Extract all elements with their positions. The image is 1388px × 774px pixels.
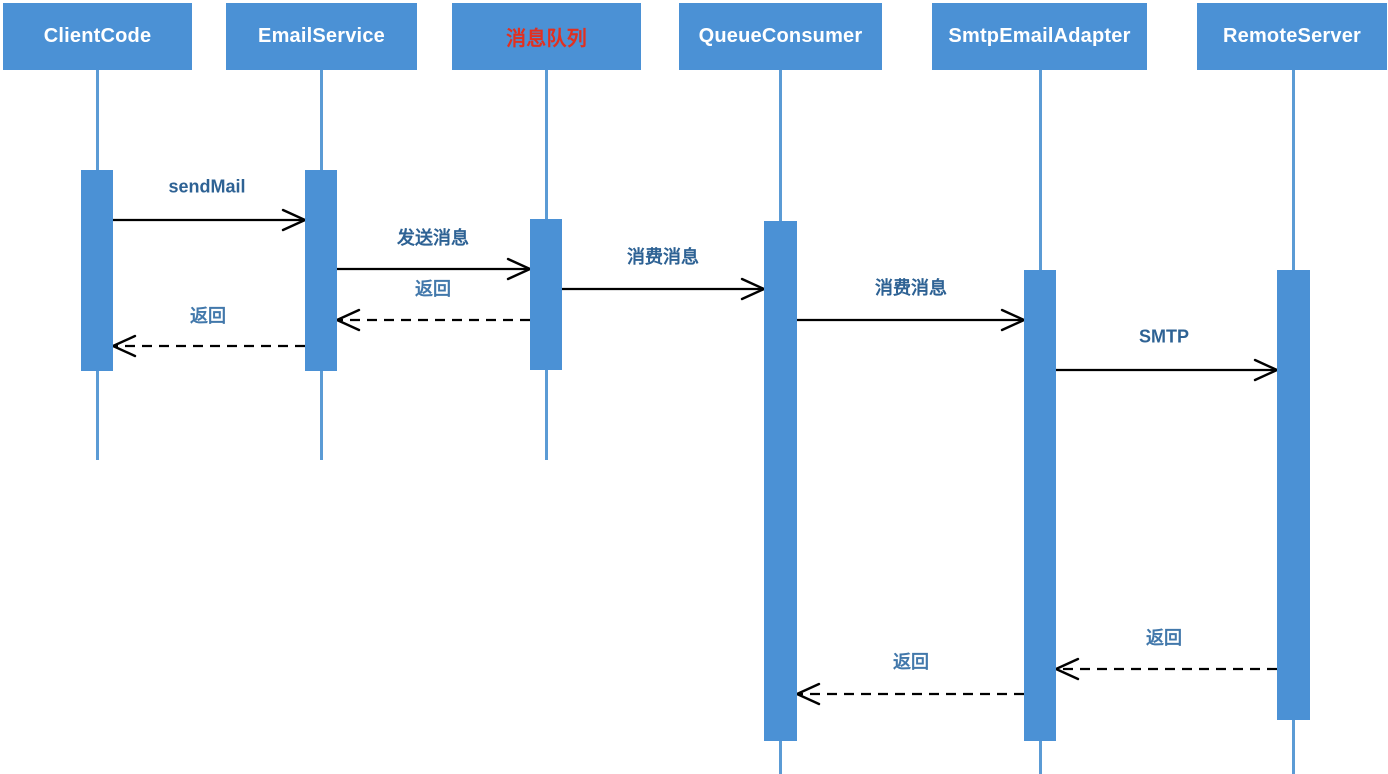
message-label-queueconsumer-to-smtpemailadapter: 消费消息 [875,278,947,298]
activation-bar-message-queue [530,219,562,370]
activation-bar-smtpemailadapter [1024,270,1056,741]
message-label-remoteserver-to-smtpemailadapter: 返回 [1146,628,1182,648]
message-label-message-queue-to-emailservice: 返回 [415,279,451,299]
message-label-clientcode-to-emailservice: sendMail [168,176,246,197]
participant-box-smtpemailadapter: SmtpEmailAdapter [932,3,1147,70]
participant-label-message-queue: 消息队列 [506,28,587,50]
participant-box-emailservice: EmailService [226,3,417,70]
participant-label-clientcode: ClientCode [43,25,152,47]
message-label-emailservice-to-clientcode: 返回 [190,306,226,326]
participant-label-remoteserver: RemoteServer [1222,25,1362,47]
participant-box-remoteserver: RemoteServer [1197,3,1387,70]
message-label-smtpemailadapter-to-queueconsumer: 返回 [893,652,929,672]
activation-bar-emailservice [305,170,337,371]
message-label-smtpemailadapter-to-remoteserver: SMTP [1138,326,1190,347]
participant-label-emailservice: EmailService [258,25,385,47]
activation-bar-remoteserver [1277,270,1310,720]
message-label-emailservice-to-message-queue: 发送消息 [397,228,469,248]
participant-box-message-queue: 消息队列 [452,3,641,70]
activation-bar-queueconsumer [764,221,797,741]
participant-label-queueconsumer: QueueConsumer [698,25,863,47]
participant-label-smtpemailadapter: SmtpEmailAdapter [948,25,1131,47]
message-label-message-queue-to-queueconsumer: 消费消息 [627,247,699,267]
activation-bar-clientcode [81,170,113,371]
participant-box-clientcode: ClientCode [3,3,192,70]
participant-box-queueconsumer: QueueConsumer [679,3,882,70]
